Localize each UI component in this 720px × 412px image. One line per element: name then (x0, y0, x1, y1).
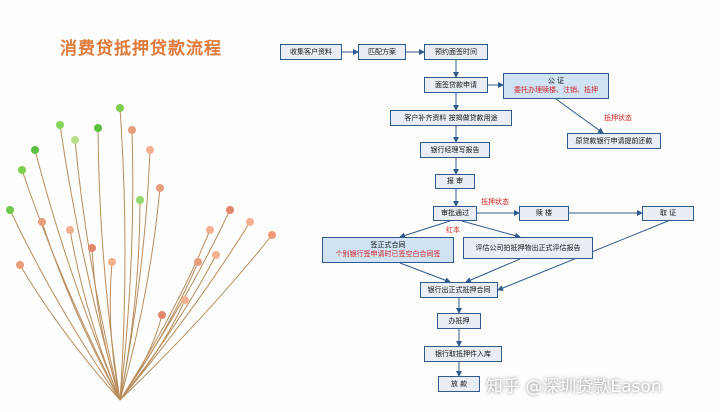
node-store-documents: 银行取抵押件入库 (424, 346, 502, 362)
node-appointment: 预约面签时间 (424, 44, 488, 60)
node-label: 审批通过 (441, 209, 469, 218)
flower-head (212, 251, 220, 259)
red-book-label: 红本 (446, 226, 460, 234)
node-notary: 公 证 委托办理赎楼、注销、抵押 (503, 73, 609, 99)
node-label: 报 审 (446, 177, 464, 186)
flower-head (66, 226, 74, 234)
node-sign-contract: 签正式合同 个别银行签申请时已签空白合同签 (322, 237, 454, 263)
flower-stem (97, 127, 121, 401)
flower-stem (74, 139, 121, 401)
page-title: 消费贷抵押贷款流程 (60, 39, 222, 59)
flower-head (31, 146, 39, 154)
flower-stem (119, 314, 163, 401)
flower-head (246, 218, 254, 226)
node-label: 银行经理写报告 (430, 145, 480, 154)
flower-stem (119, 199, 141, 401)
flower-stem (109, 261, 121, 401)
flower-stem (69, 229, 121, 401)
flower-head (181, 296, 189, 304)
flower-head (16, 261, 24, 269)
node-label: 签正式合同 (370, 241, 406, 250)
flower-head (226, 206, 234, 214)
flower-head (194, 258, 202, 266)
flower-head (158, 311, 166, 319)
flower-head (206, 226, 214, 234)
flower-stem (41, 221, 121, 401)
node-label: 取 证 (659, 209, 677, 218)
flower-head (116, 104, 124, 112)
node-label: 公 证 (547, 77, 565, 86)
flower-head (146, 146, 154, 154)
node-note: 委托办理赎楼、注销、抵押 (514, 86, 598, 94)
flow-arrow (461, 220, 521, 239)
flower-stem (119, 234, 273, 401)
flower-stem (119, 187, 161, 401)
flow-arrow (555, 98, 604, 134)
node-label: 匹配方案 (368, 47, 396, 56)
mortgage-status-label: 抵押状态 (604, 114, 632, 122)
node-label: 赎 楼 (535, 209, 553, 218)
flower-head (18, 166, 26, 174)
flower-stem (119, 229, 211, 401)
flow-arrow (399, 262, 451, 284)
node-submit-review: 报 审 (435, 174, 475, 189)
flower-head (6, 206, 14, 214)
flower-head (268, 231, 276, 239)
node-appraisal-report: 评估公司拍抵押物出正式评估报告 (463, 237, 593, 259)
node-label: 客户补齐资料 按揭做贷款用途 (404, 113, 498, 122)
flower-head (128, 126, 136, 134)
node-label: 面签贷款申请 (435, 80, 477, 89)
node-early-repayment: 原贷款银行申请提前还款 (567, 133, 661, 149)
node-loan-release: 放 款 (438, 376, 480, 392)
flower-stem (9, 209, 121, 401)
node-label: 放 款 (450, 379, 468, 388)
node-label: 评估公司拍抵押物出正式评估报告 (475, 243, 581, 252)
watermark: 知乎 @深圳贷款Eason (486, 377, 662, 397)
node-approved: 审批通过 (433, 206, 477, 221)
node-interview-application: 面签贷款申请 (424, 77, 488, 93)
flower-stem (21, 169, 121, 401)
node-label: 收集客户资料 (290, 47, 332, 56)
flower-head (156, 184, 164, 192)
flow-arrow (465, 258, 521, 283)
node-note: 个别银行签申请时已签空白合同签 (335, 250, 441, 258)
flower-stem (119, 254, 217, 401)
node-label: 原贷款银行申请提前还款 (575, 136, 653, 145)
mortgage-status-label-2: 抵押状态 (481, 198, 509, 206)
flower-stem (91, 247, 121, 401)
flower-head (71, 136, 79, 144)
flower-head (38, 218, 46, 226)
flower-stem (19, 264, 121, 401)
node-manager-report: 银行经理写报告 (420, 142, 490, 158)
flow-arrow (399, 220, 451, 239)
flower-stem (119, 107, 126, 401)
node-label: 银行出正式抵押合同 (427, 285, 491, 294)
node-redemption: 赎 楼 (519, 206, 569, 221)
flower-head (56, 121, 64, 129)
flower-head (136, 196, 144, 204)
node-register-mortgage: 办抵押 (437, 313, 481, 329)
flower-head (108, 258, 116, 266)
flower-stem (119, 129, 134, 401)
node-label: 银行取抵押件入库 (435, 349, 491, 358)
node-label: 办抵押 (448, 316, 470, 325)
flower-decoration (6, 104, 276, 401)
node-mortgage-contract: 银行出正式抵押合同 (420, 282, 498, 298)
node-label: 预约面签时间 (435, 47, 477, 56)
node-take-certificate: 取 证 (642, 206, 694, 221)
flower-stem (34, 149, 121, 401)
node-collect-info: 收集客户资料 (280, 44, 342, 60)
node-match-plan: 匹配方案 (358, 44, 406, 60)
node-supplement-docs: 客户补齐资料 按揭做贷款用途 (390, 110, 512, 126)
flower-head (88, 244, 96, 252)
flower-head (94, 124, 102, 132)
